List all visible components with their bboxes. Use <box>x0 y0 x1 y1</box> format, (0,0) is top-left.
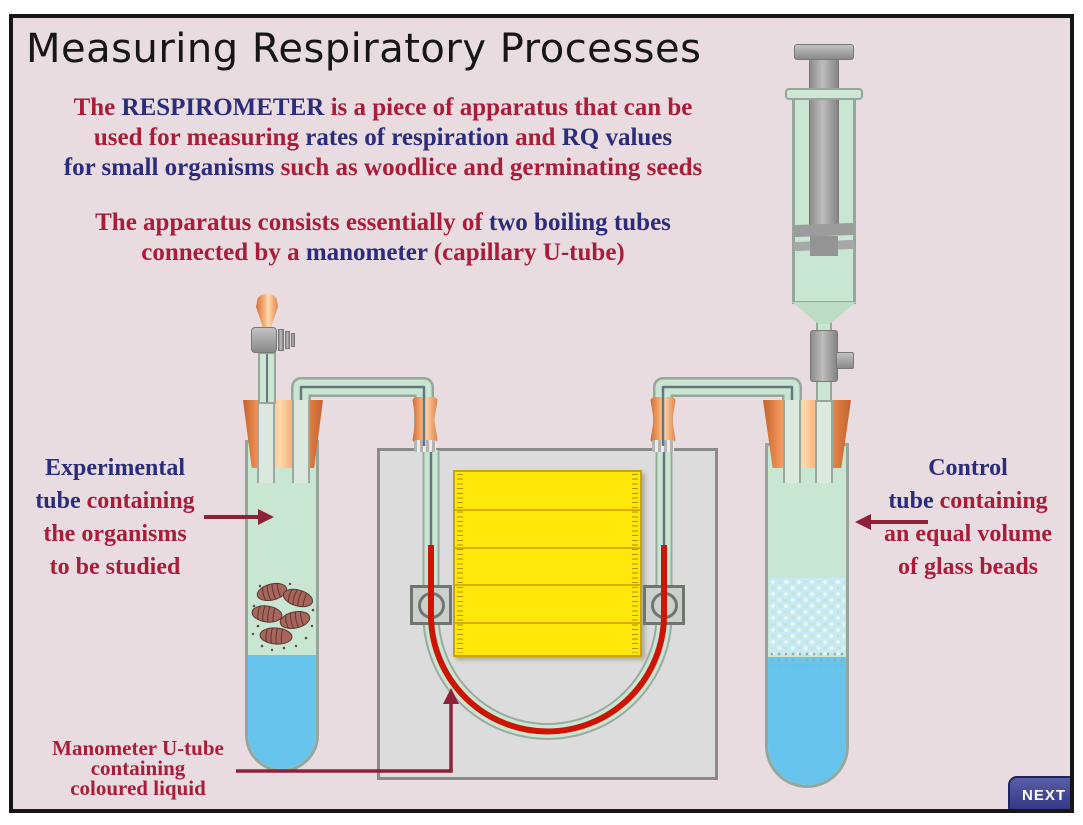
ruler-scale <box>453 470 642 657</box>
liquid-left <box>248 655 316 769</box>
rubber-connector-left <box>412 397 438 443</box>
syringe-plunger-tip <box>810 236 838 256</box>
tap-valve-ridge <box>291 333 295 347</box>
connector-ridge-left <box>414 440 436 452</box>
ruler-line <box>455 622 640 624</box>
apparatus-line-2: connected by a manometer (capillary U-tu… <box>141 239 625 266</box>
tap-capillary <box>266 354 268 402</box>
apparatus-paragraph: The apparatus consists essentially of tw… <box>13 208 754 268</box>
page-title: Measuring Respiratory Processes <box>26 26 702 72</box>
experimental-tube-label: Experimental tube containing the organis… <box>35 455 195 580</box>
experimental-tube <box>245 440 319 772</box>
three-way-tap <box>810 330 838 382</box>
ruler-line <box>455 584 640 586</box>
tap-stem-tube <box>258 352 276 404</box>
clamp-ring <box>417 591 445 619</box>
bung-left <box>243 400 323 468</box>
tap-valve-knob <box>251 327 277 353</box>
intro-line-2: used for measuring rates of respiration … <box>93 124 673 151</box>
bung-right-hole-syringe <box>815 400 833 483</box>
syringe-barrel-taper <box>792 302 856 324</box>
glass-beads-scatter <box>770 652 844 666</box>
tap-top <box>256 294 278 330</box>
ruler-ticks-right <box>632 474 638 653</box>
bung-right-hole-manometer <box>783 400 801 483</box>
control-tube-label: Control tube containing an equal volume … <box>883 455 1053 580</box>
syringe-plunger-handle <box>794 44 854 60</box>
woodlice <box>251 582 315 652</box>
bung-right <box>763 400 851 468</box>
clamp-right <box>643 585 685 625</box>
intro-paragraph: The RESPIROMETER is a piece of apparatus… <box>13 93 754 183</box>
control-tube <box>765 443 849 788</box>
connector-ridge-right <box>652 440 674 452</box>
intro-line-1: The RESPIROMETER is a piece of apparatus… <box>73 94 693 121</box>
three-way-tap-arm <box>836 352 854 369</box>
slide-frame: Measuring Respiratory Processes The RESP… <box>9 14 1074 813</box>
rubber-connector-right <box>650 397 676 443</box>
bung-left-hole-tap <box>257 400 275 483</box>
intro-line-3: for small organisms such as woodlice and… <box>63 154 703 181</box>
syringe-plunger-shaft <box>809 58 839 233</box>
syringe-plunger-seal <box>793 222 855 238</box>
ruler-ticks-left <box>457 474 463 653</box>
tap-valve-ridge <box>278 329 284 351</box>
liquid-right <box>768 657 846 785</box>
syringe-flange <box>785 88 863 100</box>
ruler-line <box>455 547 640 549</box>
manometer-label: Manometer U-tube containing coloured liq… <box>52 736 224 800</box>
next-button[interactable]: NEXT <box>1008 776 1070 809</box>
bung-left-hole-manometer <box>292 400 310 483</box>
clamp-left <box>410 585 452 625</box>
ruler-line <box>455 509 640 511</box>
apparatus-line-1: The apparatus consists essentially of tw… <box>95 209 671 236</box>
tap-valve-ridge <box>285 331 290 349</box>
clamp-ring <box>650 591 678 619</box>
glass-beads <box>769 578 845 655</box>
